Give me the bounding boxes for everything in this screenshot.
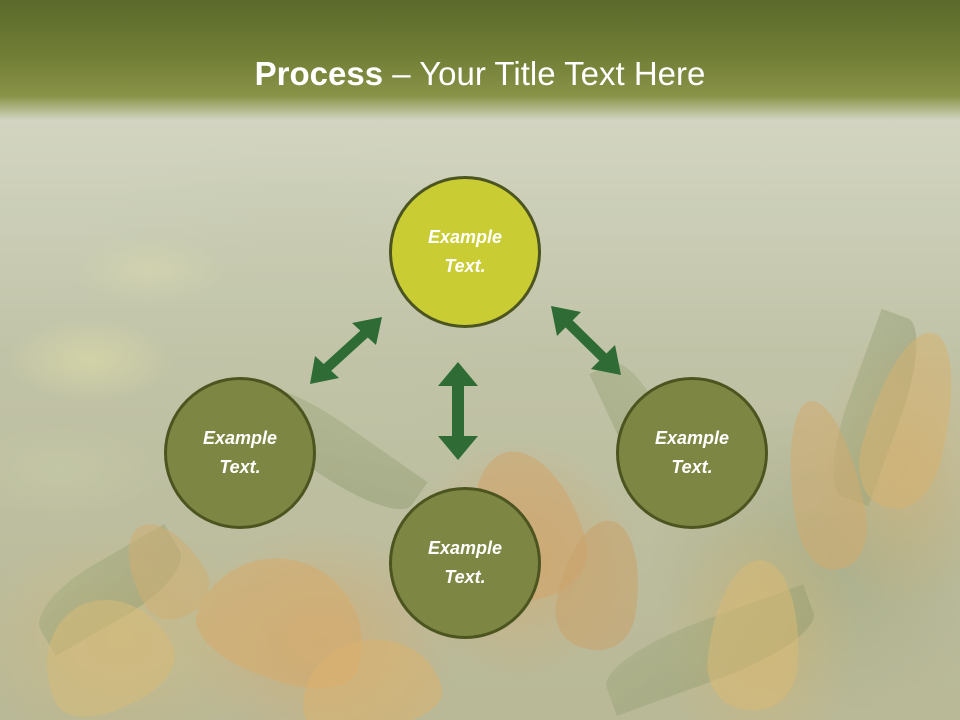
slide-title: Process – Your Title Text Here bbox=[0, 52, 960, 96]
title-bar bbox=[0, 0, 960, 120]
title-rest: – Your Title Text Here bbox=[383, 55, 706, 92]
process-node-right: Example Text. bbox=[616, 377, 768, 529]
title-bold: Process bbox=[254, 55, 384, 92]
node-label: Example Text. bbox=[202, 428, 278, 477]
arrow-vertical bbox=[438, 362, 478, 460]
arrow-top-right bbox=[551, 306, 621, 375]
process-node-top: Example Text. bbox=[389, 176, 541, 328]
node-label: Example Text. bbox=[427, 538, 503, 587]
process-node-left: Example Text. bbox=[164, 377, 316, 529]
arrow-top-left bbox=[310, 317, 382, 384]
node-label: Example Text. bbox=[427, 227, 503, 276]
node-label: Example Text. bbox=[654, 428, 730, 477]
process-node-bottom: Example Text. bbox=[389, 487, 541, 639]
